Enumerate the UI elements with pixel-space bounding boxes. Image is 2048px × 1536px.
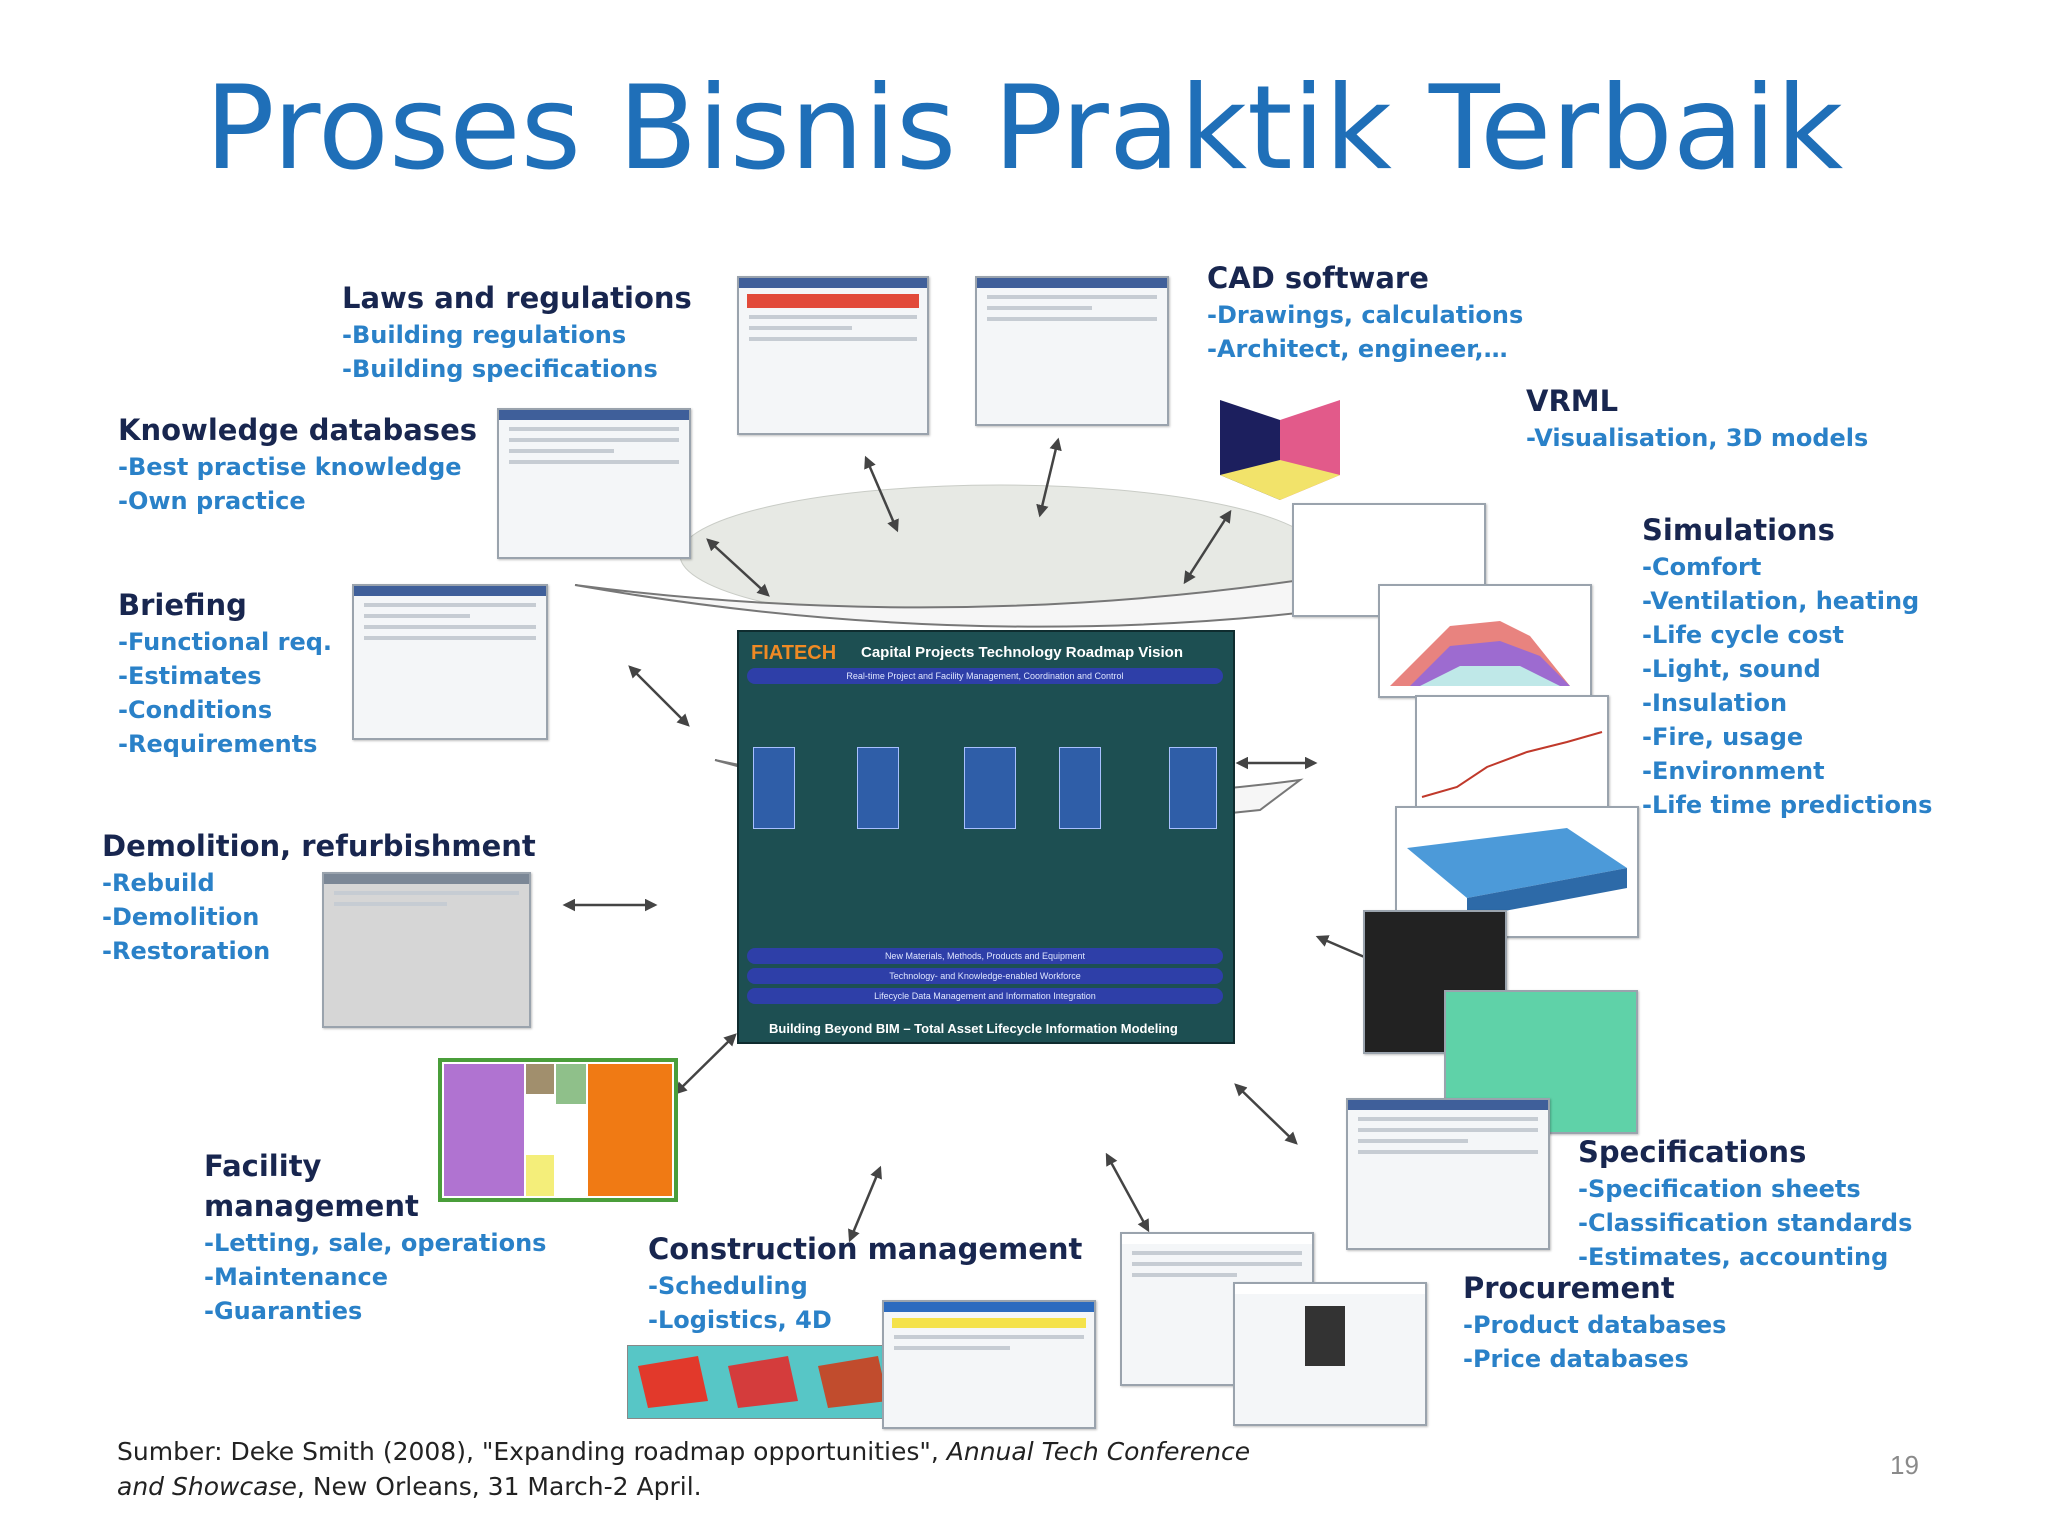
arrow-procurement [1105,1152,1150,1233]
specifications-block: Specifications -Specification sheets -Cl… [1578,1132,1912,1274]
demolition-heading: Demolition, refurbishment [102,829,536,863]
page-number: 19 [1890,1450,1919,1480]
arrow-specifications [1234,1083,1298,1145]
specifications-item: -Specification sheets [1578,1175,1861,1203]
source-suffix: , New Orleans, 31 March-2 April. [296,1472,702,1501]
arrow-cad [1036,437,1062,518]
vrml-heading: VRML [1526,384,1619,418]
cad-heading: CAD software [1207,261,1429,295]
cad-block: CAD software -Drawings, calculations -Ar… [1207,258,1523,366]
cad-screenshot [975,276,1169,426]
simulations-item: -Environment [1642,757,1825,785]
cad-item: -Architect, engineer,… [1207,335,1508,363]
construction-schedule-screenshot [882,1300,1096,1429]
briefing-item: -Conditions [118,696,273,724]
construction-item: -Logistics, 4D [648,1306,832,1334]
knowledge-item: -Best practise knowledge [118,453,462,481]
briefing-item: -Requirements [118,730,318,758]
vrml-item: -Visualisation, 3D models [1526,424,1869,452]
fiatech-footer: Building Beyond BIM – Total Asset Lifecy… [769,1021,1178,1036]
vrml-model-image [1220,400,1340,500]
fiatech-process-box [964,747,1016,829]
specifications-screenshot [1346,1098,1550,1250]
laws-heading: Laws and regulations [342,281,692,315]
facility-heading-line2: management [204,1189,419,1223]
simulation-3d-model-image [1395,806,1639,938]
source-italic-2: and Showcase [117,1472,297,1501]
source-citation: Sumber: Deke Smith (2008), "Expanding ro… [117,1434,1250,1504]
arrow-knowledge [706,538,770,597]
simulations-item: -Life cycle cost [1642,621,1844,649]
briefing-item: -Estimates [118,662,262,690]
arrow-construction [848,1165,882,1243]
simulations-item: -Comfort [1642,553,1762,581]
knowledge-heading: Knowledge databases [118,413,478,447]
fiatech-process-box [1169,747,1217,829]
facility-item: -Guaranties [204,1297,363,1325]
fiatech-top-band: Real-time Project and Facility Managemen… [747,668,1223,684]
procurement-product-screenshot [1233,1282,1427,1426]
simulations-item: -Fire, usage [1642,723,1804,751]
arrow-laws [864,455,899,533]
procurement-block: Procurement -Product databases -Price da… [1463,1268,1726,1376]
vrml-block: VRML -Visualisation, 3D models [1526,381,1868,455]
fiatech-title: Capital Projects Technology Roadmap Visi… [861,644,1184,661]
specifications-item: -Classification standards [1578,1209,1913,1237]
facility-block: Facility management -Letting, sale, oper… [204,1146,546,1328]
fiatech-brand: FIATECH [751,642,837,664]
arrow-facility [674,1033,737,1095]
specifications-heading: Specifications [1578,1135,1807,1169]
simulations-item: -Insulation [1642,689,1788,717]
briefing-block: Briefing -Functional req. -Estimates -Co… [118,585,332,761]
demolition-screenshot [322,872,531,1028]
briefing-item: -Functional req. [118,628,333,656]
facility-item: -Letting, sale, operations [204,1229,547,1257]
simulations-item: -Light, sound [1642,655,1821,683]
fiatech-process-box [1059,747,1101,829]
facility-item: -Maintenance [204,1263,388,1291]
knowledge-item: -Own practice [118,487,306,515]
fiatech-band: Technology- and Knowledge-enabled Workfo… [747,968,1223,984]
construction-heading: Construction management [648,1232,1083,1266]
laws-item: -Building regulations [342,321,627,349]
slide-title: Proses Bisnis Praktik Terbaik [204,61,1844,196]
arrow-briefing [628,665,690,727]
simulation-line-chart-image [1415,695,1609,809]
briefing-heading: Briefing [118,588,247,622]
facility-heading-line1: Facility [204,1149,322,1183]
procurement-item: -Price databases [1463,1345,1689,1373]
fiatech-roadmap-image: FIATECH Capital Projects Technology Road… [737,630,1235,1044]
laws-item: -Building specifications [342,355,658,383]
laws-screenshot [737,276,929,435]
laws-block: Laws and regulations -Building regulatio… [342,278,692,386]
specifications-item: -Estimates, accounting [1578,1243,1889,1271]
procurement-item: -Product databases [1463,1311,1727,1339]
demolition-item: -Restoration [102,937,271,965]
knowledge-block: Knowledge databases -Best practise knowl… [118,410,477,518]
source-prefix: Sumber: Deke Smith (2008), "Expanding ro… [117,1437,947,1466]
demolition-block: Demolition, refurbishment -Rebuild -Demo… [102,826,536,968]
simulations-item: -Ventilation, heating [1642,587,1920,615]
briefing-screenshot [352,584,548,740]
demolition-item: -Demolition [102,903,260,931]
simulations-heading: Simulations [1642,513,1835,547]
demolition-item: -Rebuild [102,869,215,897]
fiatech-band: New Materials, Methods, Products and Equ… [747,948,1223,964]
arrow-vrml [1183,509,1232,585]
simulations-block: Simulations -Comfort -Ventilation, heati… [1642,510,1932,822]
cad-item: -Drawings, calculations [1207,301,1524,329]
source-italic-1: Annual Tech Conference [946,1437,1251,1466]
construction-item: -Scheduling [648,1272,808,1300]
simulation-area-chart-image [1378,584,1592,698]
fiatech-band: Lifecycle Data Management and Informatio… [747,988,1223,1004]
fiatech-process-box [857,747,899,829]
construction-block: Construction management -Scheduling -Log… [648,1229,1082,1337]
knowledge-screenshot [497,408,691,559]
fiatech-process-box [753,747,795,829]
simulations-item: -Life time predictions [1642,791,1933,819]
procurement-heading: Procurement [1463,1271,1675,1305]
floor-plan-image [438,1058,678,1202]
